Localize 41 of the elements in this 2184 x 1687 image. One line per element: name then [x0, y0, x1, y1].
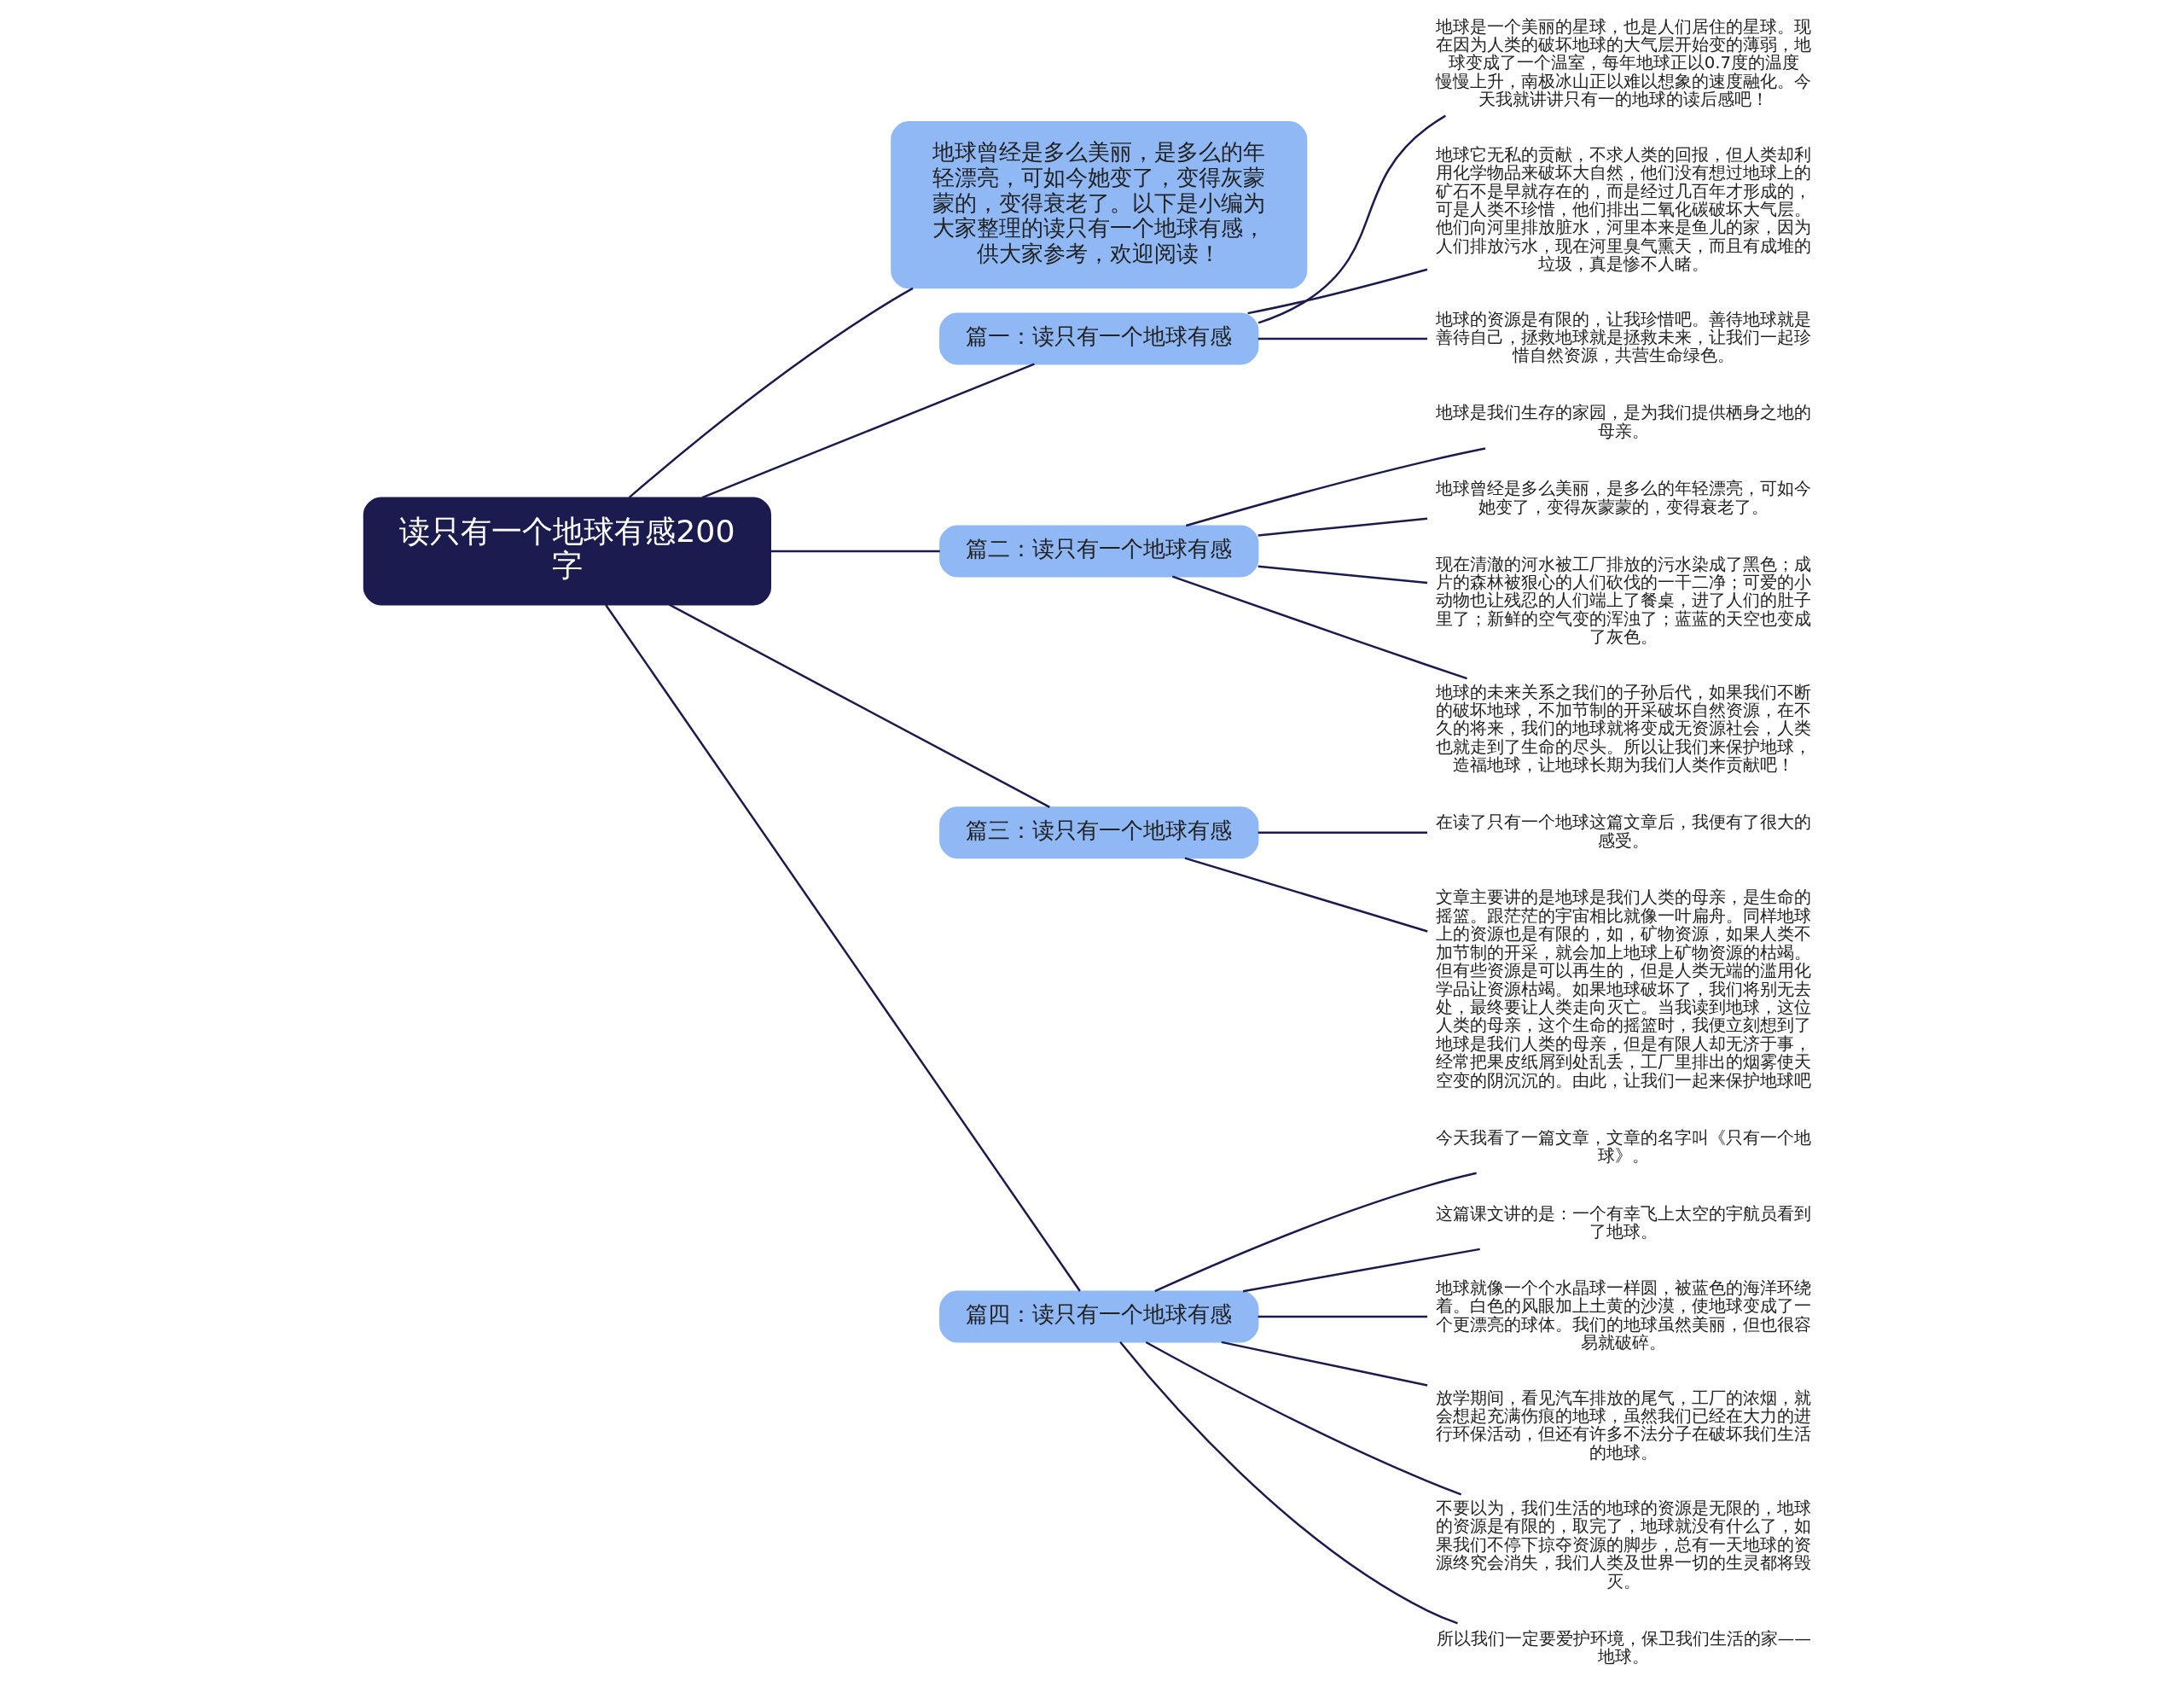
node-text: 这篇课文讲的是：一个有幸飞上太空的宇航员看到了地球。: [1436, 1203, 1812, 1242]
node-text: 在读了只有一个地球这篇文章后，我便有了很大的感受。: [1436, 812, 1812, 851]
connector: [1258, 517, 1428, 537]
node-box: 篇三：读只有一个地球有感: [939, 806, 1259, 859]
connector: [1258, 337, 1428, 340]
node-text: 放学期间，看见汽车排放的尾气，工厂的浓烟，就会想起充满伤痕的地球，虽然我们已经在大力的进行环保活动，但还有许多不法分子在破坏我们生活的地球。: [1436, 1387, 1812, 1463]
node-text: 地球曾经是多么美丽，是多么的年轻漂亮，可如今她变了，变得灰蒙蒙的，变得衰老了。: [1436, 479, 1812, 517]
connector: [1154, 1172, 1477, 1293]
connector: [1258, 114, 1446, 324]
node-box: 地球曾经是多么美丽，是多么的年轻漂亮，可如今她变了，变得灰蒙蒙的，变得衰老了。以下是小编为大家整理的读只有一个地球有感，供大家参考，欢迎阅读！: [891, 121, 1308, 289]
node-text: 今天我看了一篇文章，文章的名字叫《只有一个地球》。: [1436, 1127, 1812, 1166]
node-text: 所以我们一定要爱护环境，保卫我们生活的家——地球。: [1436, 1628, 1812, 1667]
connector: [669, 603, 1050, 808]
node-text: 地球就像一个个水晶球一样圆，被蓝色的海洋环绕着。白色的风眼加上土黄的沙漠，使地球变成了一个更漂亮的球体。我们的地球虽然美丽，但也很容易就破碎。: [1436, 1277, 1812, 1353]
node-box: 篇一：读只有一个地球有感: [939, 312, 1259, 365]
node-text: 地球它无私的贡献，不求人类的回报，但人类却利用化学物品来破坏大自然，他们没有想过地球上的矿石不是早就存在的，而是经过几百年才形成的，可是人类不珍惜，他们排出二氧化碳破坏大气层。他们向河里排放脏水，河里本来是鱼儿的家，因为人们排放污水，现在河里臭气熏天，而且有成堆的垃圾，真是惨不人睹。: [1436, 144, 1812, 275]
connector: [1184, 857, 1428, 933]
connector: [701, 363, 1035, 499]
connector: [1258, 831, 1428, 834]
connector: [1171, 575, 1467, 680]
node-box: 读只有一个地球有感200字: [363, 497, 771, 606]
connector: [1258, 565, 1428, 585]
connector: [1221, 1341, 1428, 1387]
node-text: 地球是我们生存的家园，是为我们提供栖身之地的母亲。: [1436, 403, 1812, 441]
node-text: 地球是一个美丽的星球，也是人们居住的星球。现在因为人类的破坏地球的大气层开始变的薄弱，地球变成了一个温室，每年地球正以0.7度的温度慢慢上升，南极冰山正以难以想象的速度融化。今天我就讲讲只有一的地球的读后感吧！: [1436, 16, 1812, 110]
node-text: 文章主要讲的是地球是我们人类的母亲，是生命的摇篮。跟茫茫的宇宙相比就像一叶扁舟。同样地球上的资源也是有限的，如，矿物资源，如果人类不加节制的开采，就会加上地球上矿物资源的枯竭。但有些资源是可以再生的，但是人类无端的滥用化学品让资源枯竭。如果地球破坏了，我们将别无去处，最终要让人类走向灭亡。当我读到地球，这位人类的母亲，这个生命的摇篮时，我便立刻想到了地球是我们人类的母亲，但是有限人却无济于事，经常把果皮纸屑到处乱丢，工厂里排出的烟雾使天空变的阴沉沉的。由此，让我们一起来保护地球吧: [1436, 887, 1812, 1091]
node-text: 地球的未来关系之我们的子孙后代，如果我们不断的破坏地球，不加节制的开采破坏自然资源，在不久的将来，我们的地球就将变成无资源社会，人类也就走到了生命的尽头。所以让我们来保护地球，造福地球，让地球长期为我们人类作贡献吧！: [1436, 682, 1812, 776]
node-box: 篇二：读只有一个地球有感: [939, 525, 1259, 578]
node-box: 篇四：读只有一个地球有感: [939, 1290, 1259, 1343]
connector: [770, 550, 940, 553]
connector: [1242, 1248, 1480, 1293]
connector: [605, 604, 1081, 1292]
connector: [628, 287, 914, 498]
connector: [1247, 268, 1428, 315]
node-text: 地球的资源是有限的，让我珍惜吧。善待地球就是善待自己，拯救地球就是拯救未来，让我们一起珍惜自然资源，共营生命绿色。: [1436, 309, 1812, 366]
connector: [1185, 447, 1486, 527]
connector: [1258, 1315, 1428, 1318]
connector: [1119, 1341, 1458, 1625]
connector: [1145, 1341, 1462, 1496]
node-text: 现在清澈的河水被工厂排放的污水染成了黑色；成片的森林被狠心的人们砍伐的一干二净；可爱的小动物也让残忍的人们端上了餐桌，进了人们的肚子里了；新鲜的空气变的浑浊了；蓝蓝的天空也变成了灰色。: [1436, 554, 1812, 648]
node-text: 不要以为，我们生活的地球的资源是无限的，地球的资源是有限的，取完了，地球就没有什么了，如果我们不停下掠夺资源的脚步，总有一天地球的资源终究会消失，我们人类及世界一切的生灵都将毁灭。: [1436, 1498, 1812, 1591]
